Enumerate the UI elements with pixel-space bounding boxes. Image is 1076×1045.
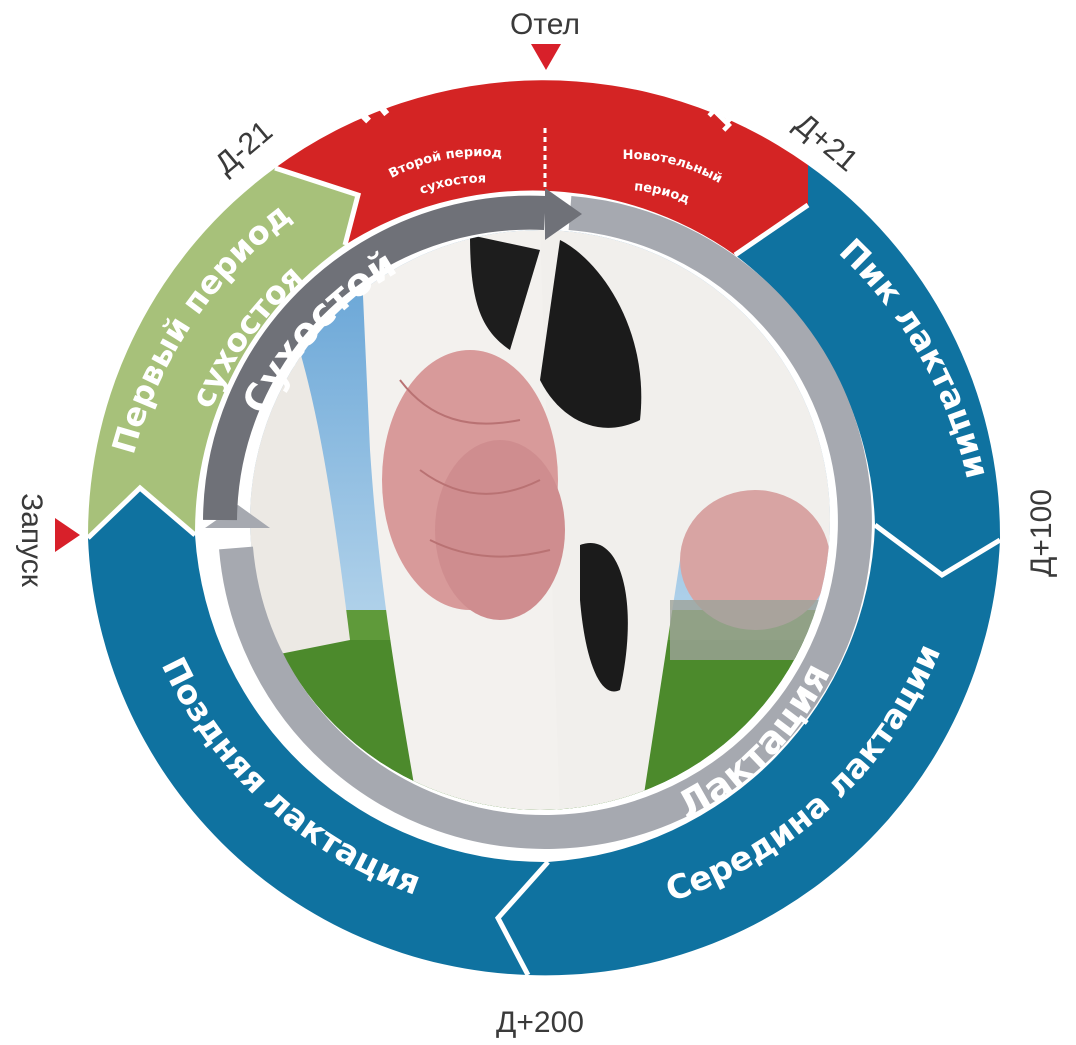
dry-off-marker-label: Запуск (15, 493, 48, 588)
inner-arrows (203, 188, 872, 849)
segment-late-lactation (88, 488, 548, 975)
segment-first-dry-period (87, 168, 358, 538)
d-plus-200-label: Д+200 (496, 1006, 584, 1039)
segment-peak-lactation (735, 165, 1001, 575)
calving-marker-icon (531, 44, 561, 70)
segment-transit-period (275, 80, 808, 255)
dry-off-marker-icon (55, 518, 80, 552)
d-plus-100-label: Д+100 (1025, 489, 1058, 577)
ring-joint-lines (86, 165, 1002, 977)
lactation-arrow (219, 196, 872, 849)
dry-arrow (203, 195, 546, 521)
segment-mid-lactation (498, 525, 1000, 976)
outer-ring (86, 80, 1002, 977)
calving-marker-label: Отел (510, 8, 580, 41)
d-minus-21-label: Д-21 (209, 115, 279, 181)
dry-arrowhead (545, 188, 582, 240)
lactation-arrowhead (205, 505, 270, 528)
